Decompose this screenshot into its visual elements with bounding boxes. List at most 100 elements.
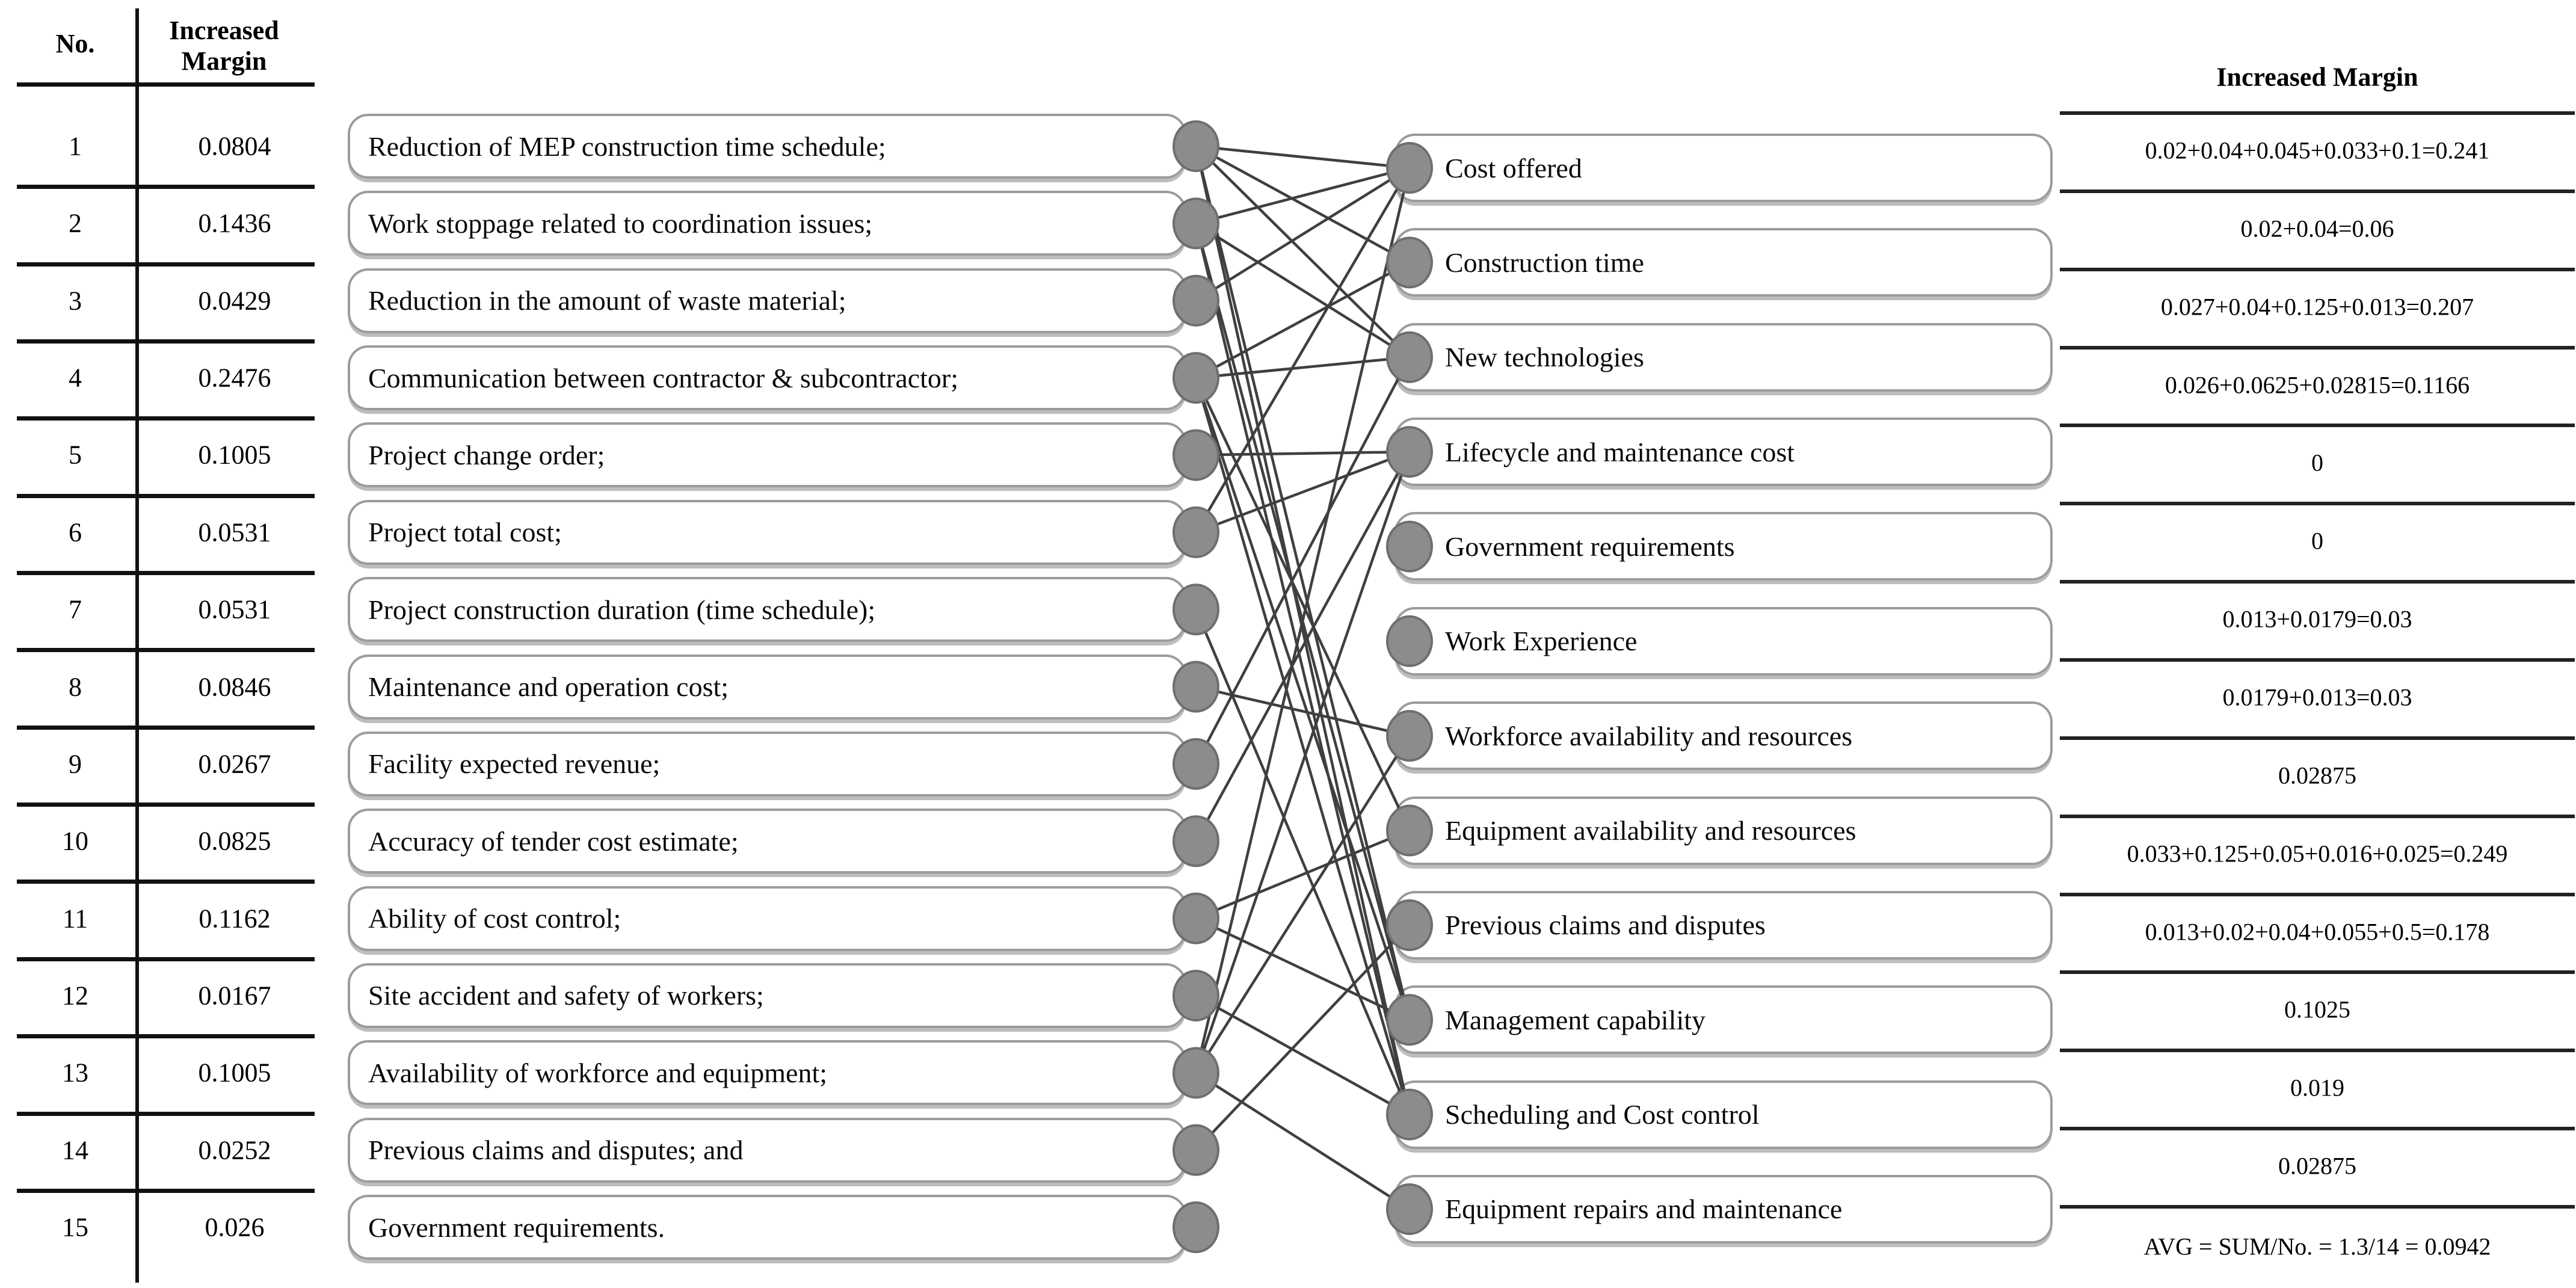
left-table-row-line <box>17 648 315 653</box>
edge-line <box>1194 377 1411 1020</box>
connector-node-left <box>1172 1124 1219 1176</box>
connector-node-left <box>1172 815 1219 867</box>
factor-margin: 0.0252 <box>198 1135 271 1165</box>
edge-line <box>1195 450 1410 457</box>
criterion-margin-sum: 0.02875 <box>2278 762 2356 789</box>
criterion-box: Equipment repairs and maintenance <box>1394 1174 2053 1243</box>
edge-line <box>1195 994 1411 1116</box>
edge-line <box>1195 261 1411 380</box>
criterion-box: Construction time <box>1394 228 2053 297</box>
edge-line <box>1195 829 1410 920</box>
factor-box: Project total cost; <box>348 499 1186 565</box>
edge-line <box>1195 167 1411 302</box>
right-table-row-line <box>2060 580 2575 584</box>
connector-node-left <box>1172 506 1219 558</box>
factor-margin: 0.0267 <box>198 749 271 779</box>
edge-line <box>1194 451 1411 1074</box>
right-table-row-line <box>2060 658 2575 662</box>
connector-node-left <box>1172 892 1219 944</box>
connector-node-left <box>1172 352 1219 404</box>
factor-no: 4 <box>69 363 82 393</box>
edge-line <box>1194 146 1411 1020</box>
factor-margin: 0.1162 <box>199 904 271 934</box>
connector-node-right <box>1386 426 1433 478</box>
factor-no: 6 <box>69 517 82 547</box>
connector-node-right <box>1386 1088 1433 1141</box>
left-table-row-line <box>17 416 315 421</box>
factor-box: Facility expected revenue; <box>348 731 1186 797</box>
connector-node-left <box>1172 738 1219 790</box>
factor-margin: 0.0804 <box>198 131 271 161</box>
factor-margin: 0.1005 <box>198 1058 271 1088</box>
factor-no: 2 <box>69 208 82 238</box>
factor-margin: 0.026 <box>205 1212 265 1242</box>
criterion-margin-sum: 0 <box>2311 449 2323 476</box>
right-table-row-line <box>2060 814 2575 818</box>
criterion-margin-sum: 0.033+0.125+0.05+0.016+0.025=0.249 <box>2127 840 2508 867</box>
left-table-row-line <box>17 262 315 267</box>
connector-node-right <box>1386 899 1433 951</box>
right-table-row-line <box>2060 189 2575 193</box>
connector-node-left <box>1172 584 1219 636</box>
factor-box: Site accident and safety of workers; <box>348 963 1186 1028</box>
criterion-box: Lifecycle and maintenance cost <box>1394 418 2053 487</box>
factor-box: Project change order; <box>348 422 1186 488</box>
left-table-row-line <box>17 725 315 730</box>
factor-no: 14 <box>62 1135 88 1165</box>
connector-node-right <box>1386 994 1433 1046</box>
edge-line <box>1195 450 1410 534</box>
connector-node-left <box>1172 274 1219 327</box>
edge-line <box>1195 145 1411 264</box>
edge-line <box>1195 144 1410 170</box>
factor-margin: 0.2476 <box>198 363 271 393</box>
connector-node-left <box>1172 1047 1219 1099</box>
connector-node-left <box>1172 969 1219 1021</box>
left-table-header-no: No. <box>55 29 95 58</box>
factor-no: 12 <box>62 981 88 1011</box>
right-table-row-line <box>2060 345 2575 350</box>
factor-no: 8 <box>69 672 82 702</box>
right-table-row-line <box>2060 970 2575 975</box>
factor-no: 1 <box>69 131 82 161</box>
edge-line <box>1195 451 1411 842</box>
right-table-row-line <box>2060 1049 2575 1053</box>
edge-line <box>1194 167 1411 1073</box>
right-table-row-line <box>2060 1127 2575 1131</box>
edge-line <box>1195 924 1411 1151</box>
connector-node-left <box>1172 120 1219 172</box>
connector-node-right <box>1386 710 1433 762</box>
factor-margin: 0.0825 <box>198 826 271 856</box>
left-table-row-line <box>17 1034 315 1039</box>
edge-line <box>1195 222 1411 359</box>
connector-node-left <box>1172 1201 1219 1254</box>
factor-margin: 0.0167 <box>198 981 271 1011</box>
factor-no: 13 <box>62 1058 88 1088</box>
criterion-box: Cost offered <box>1394 134 2053 202</box>
left-table-header-line <box>17 82 315 87</box>
criterion-box: Government requirements <box>1394 512 2053 581</box>
factor-margin: 0.0846 <box>198 672 271 702</box>
edge-line <box>1195 1071 1411 1210</box>
factor-no: 3 <box>69 286 82 316</box>
right-table-row-line <box>2060 267 2575 271</box>
factor-no: 10 <box>62 826 88 856</box>
criterion-margin-sum: 0.02+0.04=0.06 <box>2240 215 2394 242</box>
edge-line <box>1194 377 1411 1115</box>
left-table-row-line <box>17 339 315 344</box>
factor-box: Communication between contractor & subco… <box>348 345 1186 411</box>
factor-margin: 0.0531 <box>198 517 271 547</box>
right-table-row-line <box>2060 736 2575 740</box>
factor-box: Maintenance and operation cost; <box>348 654 1186 719</box>
factor-box: Availability of workforce and equipment; <box>348 1040 1186 1106</box>
factor-no: 7 <box>69 594 82 624</box>
connector-node-right <box>1386 1183 1433 1235</box>
criterion-box: Previous claims and disputes <box>1394 890 2053 960</box>
average-margin-row: AVG = SUM/No. = 1.3/14 = 0.0942 <box>2143 1233 2491 1260</box>
left-table-row-line <box>17 803 315 807</box>
connector-node-left <box>1172 429 1219 481</box>
connector-node-right <box>1386 142 1433 194</box>
connector-node-right <box>1386 236 1433 289</box>
right-table-row-line <box>2060 892 2575 896</box>
